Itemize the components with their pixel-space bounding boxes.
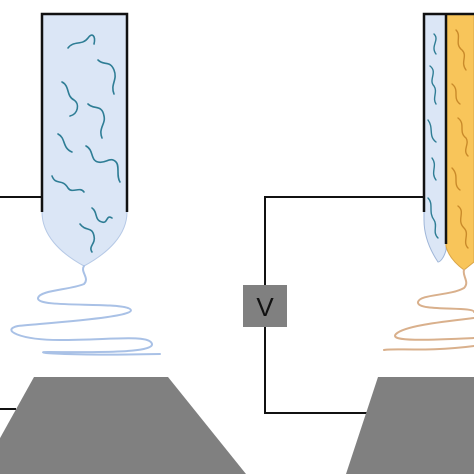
polymer-chains-inner: [427, 33, 439, 239]
polymer-chains-outer: [451, 29, 469, 249]
syringe-wall: [40, 12, 129, 212]
coaxial-setup: V: [243, 12, 474, 474]
collector-plate: [0, 377, 246, 474]
wire-circuit-bottom: [264, 327, 384, 414]
voltage-label: V: [256, 292, 274, 322]
wire-circuit-right: [264, 196, 424, 285]
syringe-wall-right: [422, 12, 474, 212]
collector-plate-right: [346, 377, 474, 474]
polymer-chains: [51, 34, 121, 253]
syringe-solution-outer: [445, 13, 474, 271]
single-needle-setup: [0, 12, 246, 474]
voltage-source: [243, 285, 287, 327]
fiber-jet-right: [383, 269, 474, 351]
fiber-jet: [10, 265, 161, 356]
